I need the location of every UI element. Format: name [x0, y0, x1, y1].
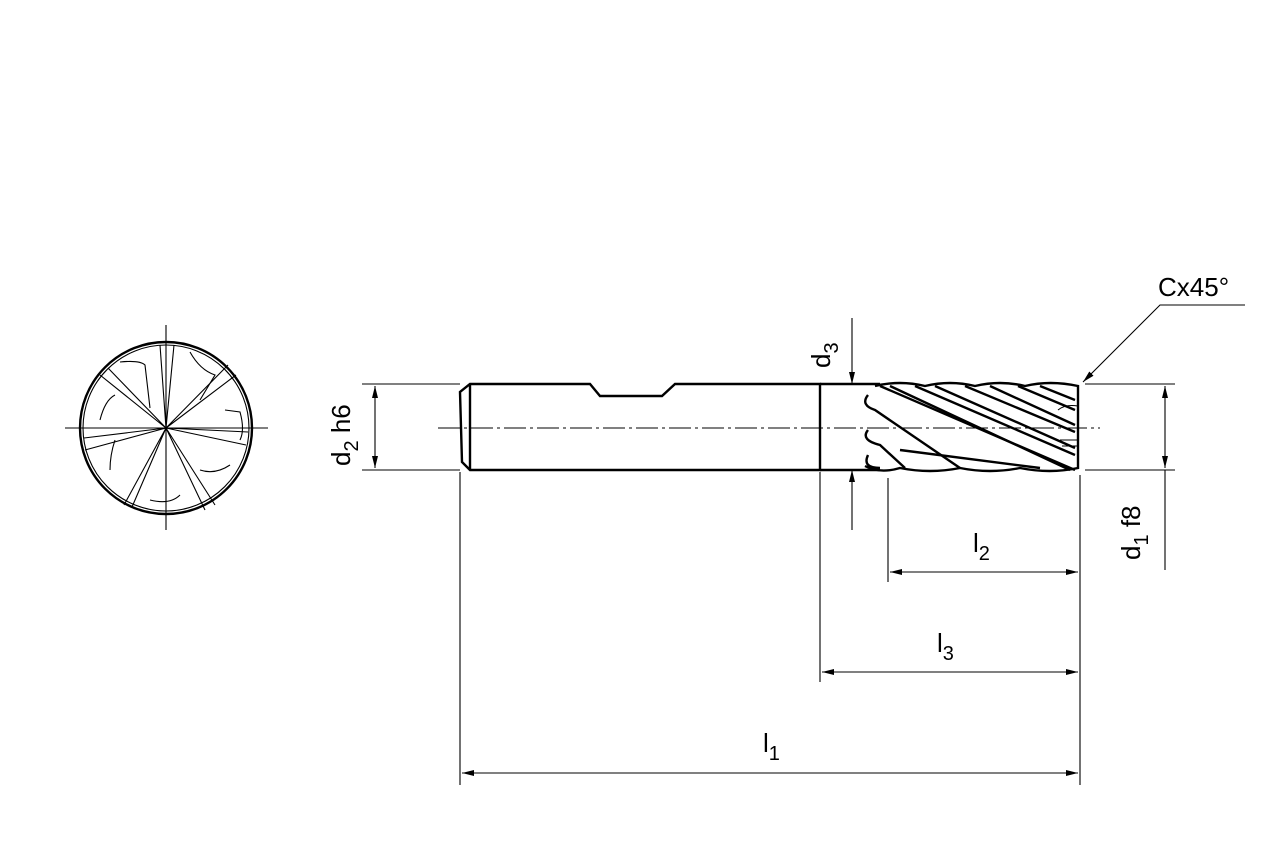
dimension-l1: l1	[462, 728, 1078, 776]
label-l3: l3	[937, 628, 954, 665]
end-view-inner-outline	[82, 344, 250, 512]
shank-outline	[458, 382, 822, 472]
chamfer-callout: Cx45°	[1082, 272, 1245, 383]
fluted-cutting-section	[864, 381, 1080, 473]
dimension-l2: l2	[890, 528, 1078, 575]
label-d3: d3	[806, 342, 843, 368]
end-view	[65, 325, 268, 530]
label-chamfer: Cx45°	[1158, 272, 1229, 302]
dimension-l3: l3	[822, 628, 1078, 675]
end-view-outline	[78, 340, 254, 516]
dimension-d2: d2 h6	[326, 383, 460, 471]
dimension-d3: d3	[806, 318, 855, 530]
label-l1: l1	[763, 728, 780, 765]
label-l2: l2	[973, 528, 990, 565]
dimension-d1: d1 f8	[1085, 383, 1175, 570]
label-d2: d2 h6	[326, 404, 363, 466]
label-d1: d1 f8	[1116, 505, 1153, 560]
neck-outline	[820, 382, 880, 472]
end-view-cutting-edges	[83, 344, 249, 511]
extension-lines	[459, 472, 1081, 785]
